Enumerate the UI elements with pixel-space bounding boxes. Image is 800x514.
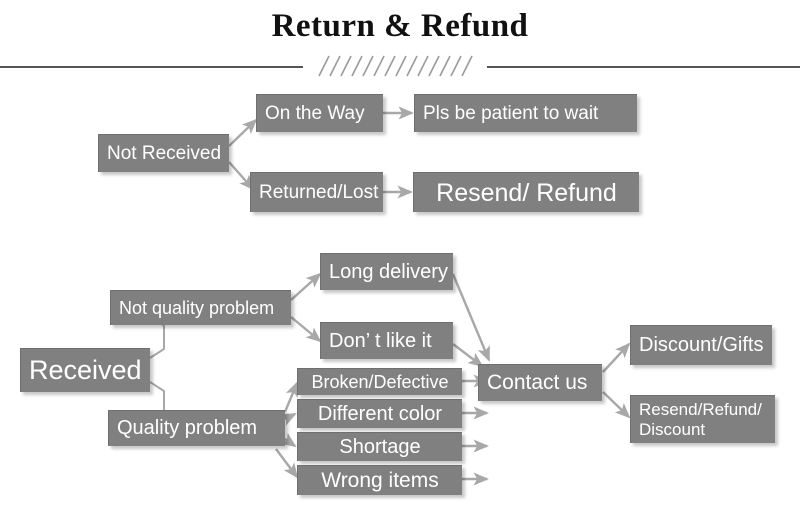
title-divider xyxy=(0,55,800,77)
page-header: Return & Refund xyxy=(0,0,800,82)
received-branch-up xyxy=(149,321,165,359)
node-resend-refund-discount-label: Resend/Refund/ Discount xyxy=(639,400,775,438)
node-resend-refund-discount-line2: Discount xyxy=(639,419,706,439)
node-not-received-label: Not Received xyxy=(107,142,222,164)
page-title: Return & Refund xyxy=(271,8,529,44)
node-wrong-items[interactable]: Wrong items xyxy=(297,465,462,495)
node-returned-lost[interactable]: Returned/Lost xyxy=(250,172,383,212)
node-broken-defective[interactable]: Broken/Defective xyxy=(297,368,462,395)
node-discount-gifts[interactable]: Discount/Gifts xyxy=(630,325,772,365)
node-wrong-items-label: Wrong items xyxy=(321,468,439,492)
node-long-delivery[interactable]: Long delivery xyxy=(320,253,453,290)
node-not-quality-problem[interactable]: Not quality problem xyxy=(110,290,291,325)
node-long-delivery-label: Long delivery xyxy=(329,260,448,283)
node-pls-be-patient-to-wait[interactable]: Pls be patient to wait xyxy=(414,94,637,132)
node-resend-refund-discount-line1: Resend/Refund/ xyxy=(639,400,762,420)
node-not-received[interactable]: Not Received xyxy=(98,134,229,172)
node-on-the-way-label: On the Way xyxy=(265,102,365,124)
node-different-color-label: Different color xyxy=(317,402,443,425)
diagonal-hatch-icon xyxy=(318,55,473,77)
node-contact-us[interactable]: Contact us xyxy=(478,364,602,401)
divider-rule-left xyxy=(0,66,303,68)
node-pls-be-patient-to-wait-label: Pls be patient to wait xyxy=(423,102,599,124)
node-quality-problem[interactable]: Quality problem xyxy=(108,410,285,446)
node-received[interactable]: Received xyxy=(20,348,150,392)
node-dont-like-it[interactable]: Don’ t like it xyxy=(320,322,453,359)
node-received-label: Received xyxy=(29,355,142,386)
node-resend-refund-discount[interactable]: Resend/Refund/ Discount xyxy=(630,395,775,443)
node-contact-us-label: Contact us xyxy=(487,371,588,395)
node-resend-refund[interactable]: Resend/ Refund xyxy=(413,172,639,212)
node-resend-refund-label: Resend/ Refund xyxy=(436,178,617,207)
node-dont-like-it-label: Don’ t like it xyxy=(329,329,432,352)
node-quality-problem-label: Quality problem xyxy=(117,417,258,440)
node-broken-defective-label: Broken/Defective xyxy=(311,371,449,392)
node-discount-gifts-label: Discount/Gifts xyxy=(639,334,764,357)
node-on-the-way[interactable]: On the Way xyxy=(256,94,383,132)
divider-rule-right xyxy=(487,66,800,68)
node-shortage[interactable]: Shortage xyxy=(297,432,462,461)
node-different-color[interactable]: Different color xyxy=(297,399,462,428)
node-not-quality-problem-label: Not quality problem xyxy=(119,297,275,318)
node-shortage-label: Shortage xyxy=(339,435,421,458)
node-returned-lost-label: Returned/Lost xyxy=(259,181,379,203)
